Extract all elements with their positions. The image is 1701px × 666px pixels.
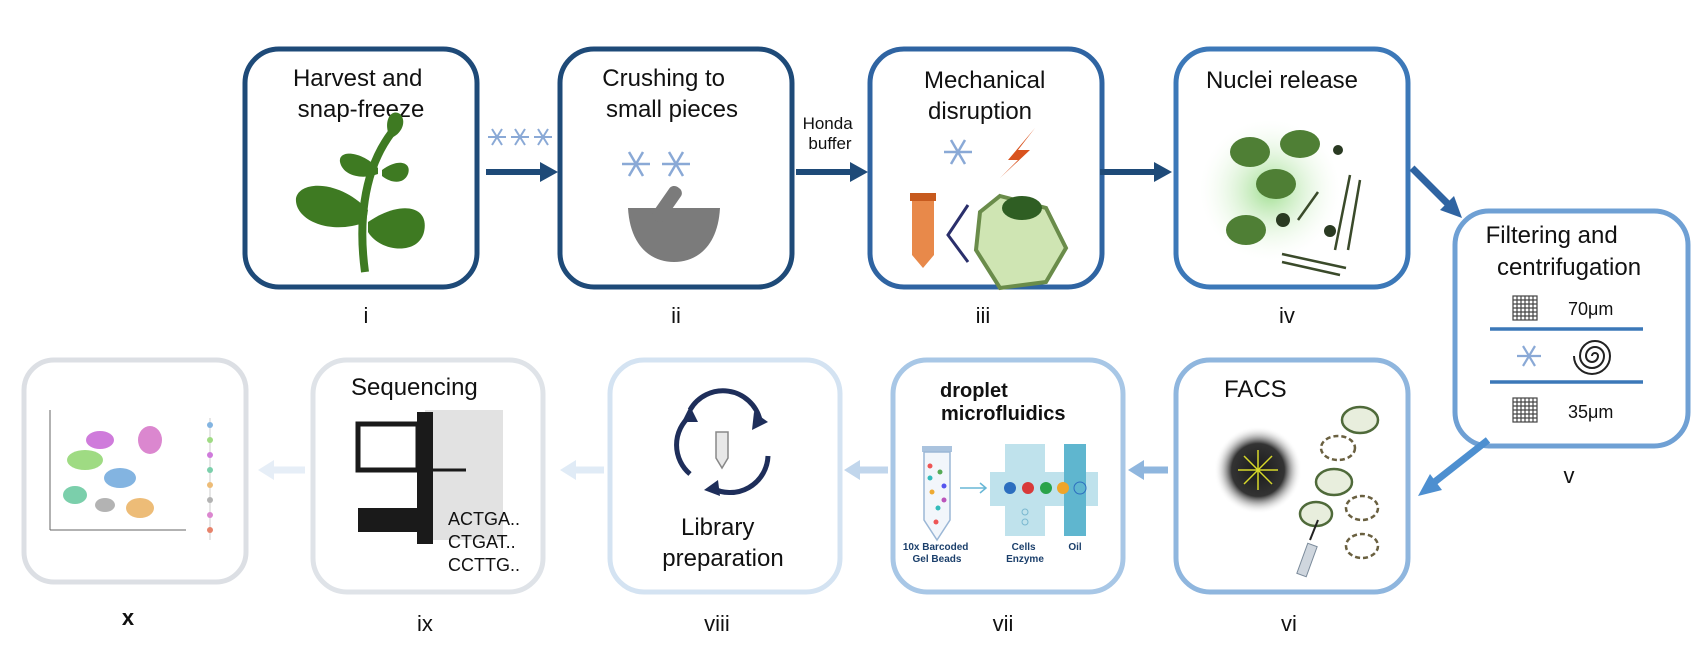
filter-label-35: 35μm (1568, 402, 1613, 422)
chevron-icon (946, 204, 970, 263)
step-number: iii (976, 303, 991, 328)
snowflake-icon (1517, 345, 1541, 367)
step-number: ix (417, 611, 433, 636)
lightning-icon (1000, 128, 1035, 178)
arrow-i-ii (486, 162, 558, 182)
step-umap: x (21, 357, 249, 630)
sort-arrow-icon (1309, 519, 1319, 541)
chip-icon (990, 444, 1098, 536)
arrow-vii-viii (844, 460, 888, 480)
tube-icon (910, 193, 936, 268)
arrow-vi-vii (1128, 460, 1168, 480)
spiral-icon (1573, 340, 1612, 375)
step-number: vii (993, 611, 1014, 636)
step-facs: FACS vi (1173, 357, 1411, 636)
arrow-iv-v (1409, 165, 1462, 218)
mesh-icon (1512, 397, 1538, 423)
debris-lines (1281, 174, 1362, 277)
honda-buffer-label: Honda buffer (803, 114, 858, 153)
step-title: Library preparation (662, 514, 783, 572)
read-sequences: ACTGA.. CTGAT.. CCTTG.. (448, 509, 525, 575)
arrow-ix-x (258, 460, 305, 480)
step-title: Filtering and centrifugation (1486, 222, 1641, 281)
bead-tube-icon (922, 446, 952, 542)
step-library-prep: Library preparation viii (607, 357, 843, 636)
step-title: FACS (1224, 376, 1287, 403)
snowflake-icon (622, 151, 690, 177)
snowflake-icon (944, 139, 972, 165)
step-sequencing: Sequencing ACTGA.. CTGAT.. CCTTG.. ix (310, 357, 546, 636)
nuclei-icon (1226, 130, 1343, 245)
nozzle-icon (1296, 542, 1318, 578)
step-crushing: Crushing to small pieces ii (557, 46, 795, 328)
step-title: Crushing to small pieces (602, 65, 738, 123)
oil-label: Oil (1068, 542, 1082, 553)
step-title: Nuclei release (1206, 67, 1358, 94)
step-nuclei-release: Nuclei release iv (1173, 46, 1411, 328)
arrow-v-vi (1418, 437, 1491, 496)
plant-icon (295, 112, 425, 273)
beads-label: 10x Barcoded Gel Beads (903, 542, 971, 565)
step-title: Sequencing (351, 374, 478, 401)
arrow-iii-iv (1100, 162, 1172, 182)
mesh-icon (1512, 295, 1538, 321)
filter-label-70: 70μm (1568, 299, 1613, 319)
arrow-icon (960, 482, 988, 494)
step-title: droplet microfluidics (940, 380, 1065, 425)
step-number: viii (704, 611, 730, 636)
step-number: i (364, 303, 369, 328)
step-harvest: Harvest and snap-freeze i (242, 46, 480, 328)
sequencer-icon (355, 410, 503, 544)
mortar-pestle-icon (628, 185, 720, 262)
step-number: x (122, 605, 135, 630)
step-number: vi (1281, 611, 1297, 636)
step-microfluidics: droplet microfluidics 10x Barcoded Gel B… (890, 357, 1126, 636)
arrow-viii-ix (560, 460, 604, 480)
tube-icon (715, 431, 729, 470)
step-number: iv (1279, 303, 1295, 328)
umap-plot-icon (49, 410, 213, 540)
arrow-ii-iii: Honda buffer (796, 114, 868, 182)
cells-enzyme-label: Cells Enzyme (1006, 542, 1044, 565)
plant-cell-icon (973, 193, 1069, 291)
step-title: Mechanical disruption (924, 67, 1052, 125)
snowflake-icons (488, 128, 552, 146)
step-number: ii (671, 303, 681, 328)
step-disruption: Mechanical disruption iii (867, 46, 1105, 328)
step-filtering: Filtering and centrifugation 70μm 35μm v (1452, 208, 1691, 488)
step-number: v (1564, 463, 1575, 488)
step-title: Harvest and snap-freeze (293, 65, 429, 123)
